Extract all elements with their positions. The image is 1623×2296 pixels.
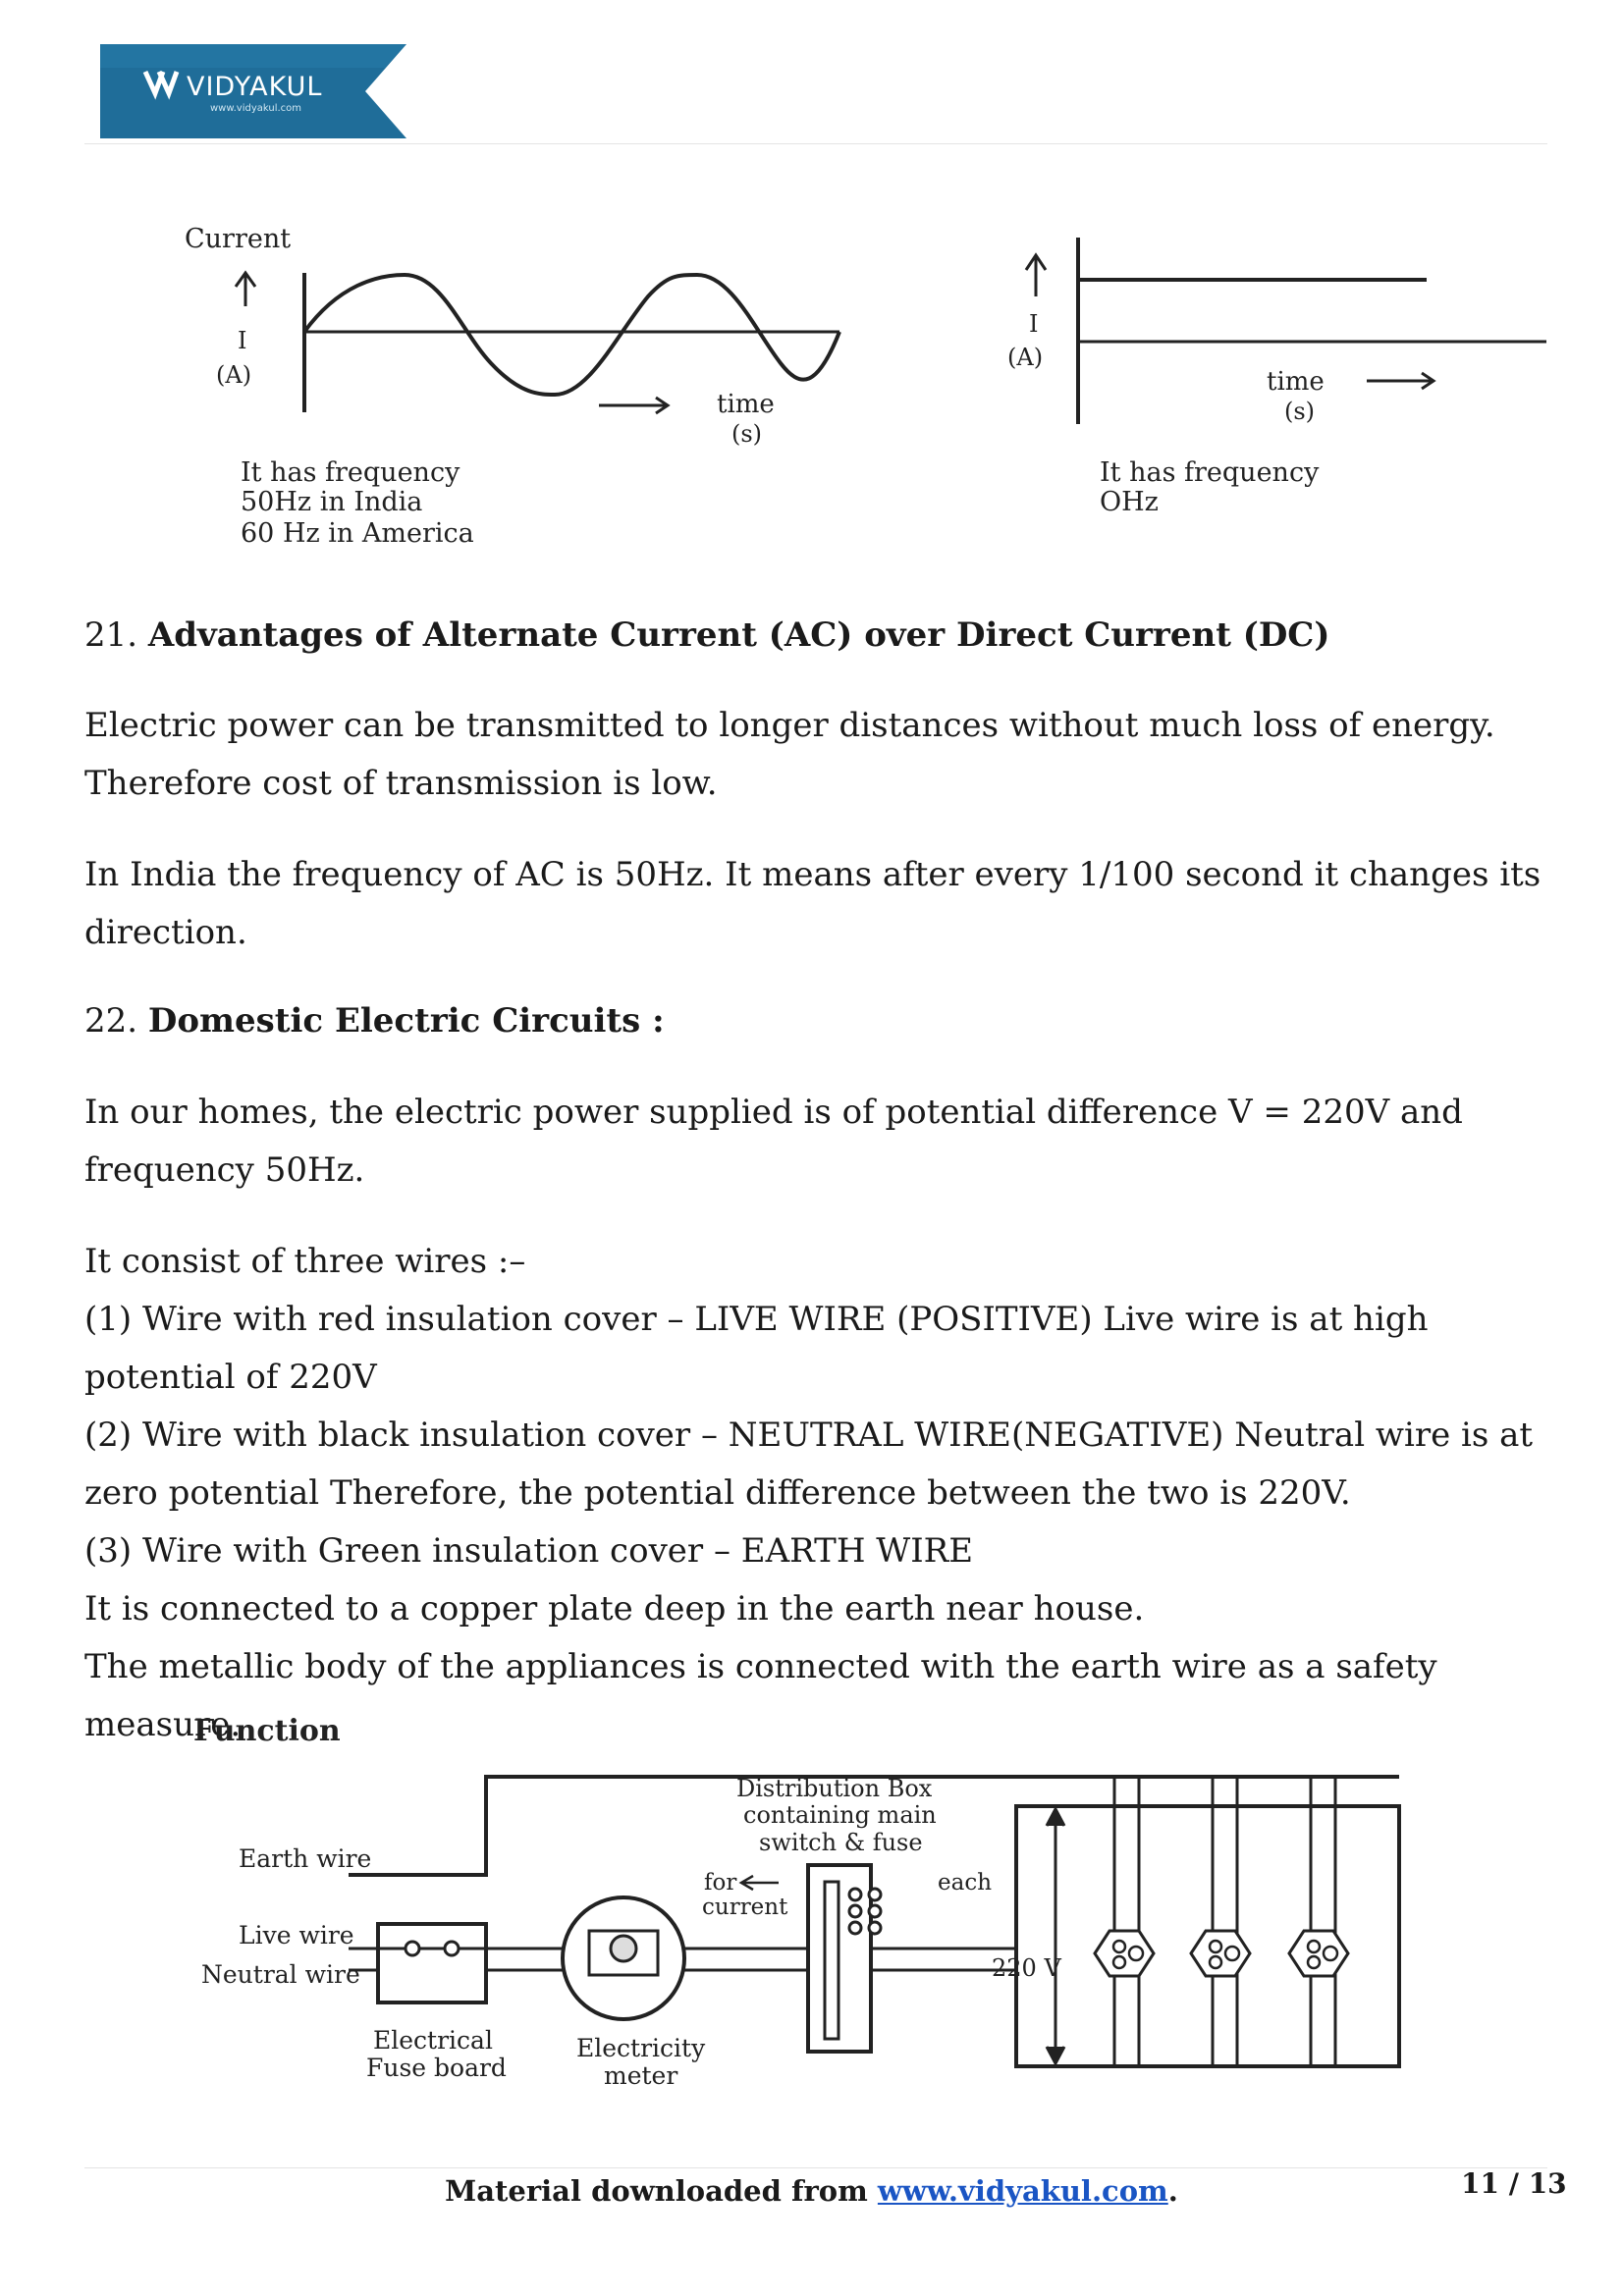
socket-icon (1287, 1929, 1350, 1978)
footer: Material downloaded from www.vidyakul.co… (0, 2174, 1623, 2208)
dc-axis-unit: (A) (1007, 344, 1043, 371)
section-22-heading: 22. Domestic Electric Circuits : (84, 992, 1557, 1050)
page-number: 11 / 13 (1461, 2167, 1567, 2200)
footer-prefix: Material downloaded from (445, 2174, 878, 2208)
ac-y-label: Current (185, 224, 291, 254)
earth-wire-label: Earth wire (239, 1844, 371, 1873)
for-current-label-2: current (702, 1895, 788, 1920)
header-divider (84, 143, 1547, 144)
ac-axis-symbol: I (238, 327, 246, 354)
section-21-number: 21. (84, 615, 138, 655)
fuse-icon (867, 1903, 883, 1919)
ac-time-label: time (717, 390, 775, 419)
meter-label-1: Electricity (576, 2034, 706, 2062)
section-22-para-1: In our homes, the electric power supplie… (84, 1084, 1557, 1200)
section-21-para-1: Electric power can be transmitted to lon… (84, 697, 1557, 813)
fuse-terminal-icon (404, 1940, 421, 1957)
ac-caption-line-3: 60 Hz in America (241, 518, 474, 549)
socket-icon (1189, 1929, 1252, 1978)
circuit-title: Function (193, 1714, 341, 1748)
wire-list-line: It is connected to a copper plate deep i… (84, 1589, 1145, 1629)
logo-badge-icon (100, 44, 406, 138)
section-21-heading: 21. Advantages of Alternate Current (AC)… (84, 607, 1557, 665)
dist-box-label-3: switch & fuse (759, 1829, 923, 1856)
wire-list-line: (3) Wire with Green insulation cover – E… (84, 1531, 974, 1571)
voltage-label: 220 V (992, 1954, 1061, 1982)
left-arrow-icon (738, 1874, 779, 1892)
fuse-board-label-2: Fuse board (366, 2054, 507, 2082)
ac-sine-wave (302, 272, 841, 398)
section-22-wire-list: It consist of three wires :– (1) Wire wi… (84, 1233, 1557, 1754)
main-switch-bar (823, 1880, 840, 2041)
footer-divider (84, 2167, 1547, 2168)
section-22-para-1-text: In our homes, the electric power supplie… (84, 1093, 1463, 1190)
dc-axis-symbol: I (1029, 310, 1038, 338)
for-current-label-1: for (704, 1870, 736, 1896)
fuse-board-label-1: Electrical (373, 2026, 493, 2055)
wire-list-line: It consist of three wires :– (84, 1242, 526, 1281)
fuse-icon (847, 1920, 863, 1936)
dc-caption-line-1: It has frequency (1100, 457, 1320, 488)
ac-dc-figure: Current I (A) time (s) It has frequency … (167, 216, 1561, 560)
ac-caption-line-2: 50Hz in India (241, 487, 422, 517)
section-21-para-1-text: Electric power can be transmitted to lon… (84, 706, 1495, 803)
fuse-icon (867, 1920, 883, 1936)
logo-url: www.vidyakul.com (210, 103, 302, 114)
domestic-circuit-figure: Function Earth wire Live wire Neutral wi… (191, 1703, 1429, 2135)
meter-label-2: meter (604, 2061, 677, 2090)
wire-list-line: (1) Wire with red insulation cover – LIV… (84, 1300, 1429, 1397)
wire-list-line: (2) Wire with black insulation cover – N… (84, 1415, 1534, 1513)
fuse-icon (867, 1887, 883, 1902)
dc-caption-line-2: OHz (1100, 487, 1159, 517)
ac-caption-line-1: It has frequency (241, 457, 460, 488)
section-21-title: Advantages of Alternate Current (AC) ove… (147, 615, 1330, 655)
fuse-icon (847, 1887, 863, 1902)
fuse-terminal-icon (443, 1940, 460, 1957)
ac-time-unit: (s) (731, 420, 762, 448)
section-22-number: 22. (84, 1001, 138, 1041)
section-22-title: Domestic Electric Circuits : (147, 1001, 665, 1041)
dist-box-label-1: Distribution Box (736, 1775, 933, 1802)
ac-up-arrow-icon (234, 270, 257, 306)
section-21-para-2: In India the frequency of AC is 50Hz. It… (84, 846, 1557, 962)
meter-dial-icon (609, 1934, 638, 1963)
footer-link[interactable]: www.vidyakul.com (877, 2174, 1168, 2208)
voltage-arrows-icon (1045, 1805, 1066, 2067)
dc-time-arrow-icon (1367, 371, 1436, 391)
fuse-icon (847, 1903, 863, 1919)
each-label: each (938, 1870, 992, 1896)
ac-time-arrow-icon (599, 396, 671, 415)
dc-up-arrow-icon (1024, 252, 1048, 296)
ac-axis-unit: (A) (216, 361, 251, 389)
vidyakul-logo[interactable]: VIDYAKUL www.vidyakul.com (100, 44, 406, 138)
live-wire-label: Live wire (239, 1921, 354, 1949)
appliance-panel (1014, 1804, 1401, 2068)
wire-list-line: The metallic body of the appliances is c… (84, 1647, 1437, 1744)
earth-wire-line (349, 1775, 1399, 1877)
dist-box-label-2: containing main (743, 1801, 937, 1829)
neutral-wire-label: Neutral wire (201, 1960, 360, 1989)
dc-time-label: time (1267, 367, 1325, 397)
section-21-para-2-text: In India the frequency of AC is 50Hz. It… (84, 855, 1542, 952)
footer-suffix: . (1167, 2174, 1178, 2208)
dc-time-unit: (s) (1284, 398, 1315, 425)
logo-text: VIDYAKUL (187, 72, 323, 102)
socket-icon (1093, 1929, 1156, 1978)
fuse-board-box (376, 1922, 488, 2004)
